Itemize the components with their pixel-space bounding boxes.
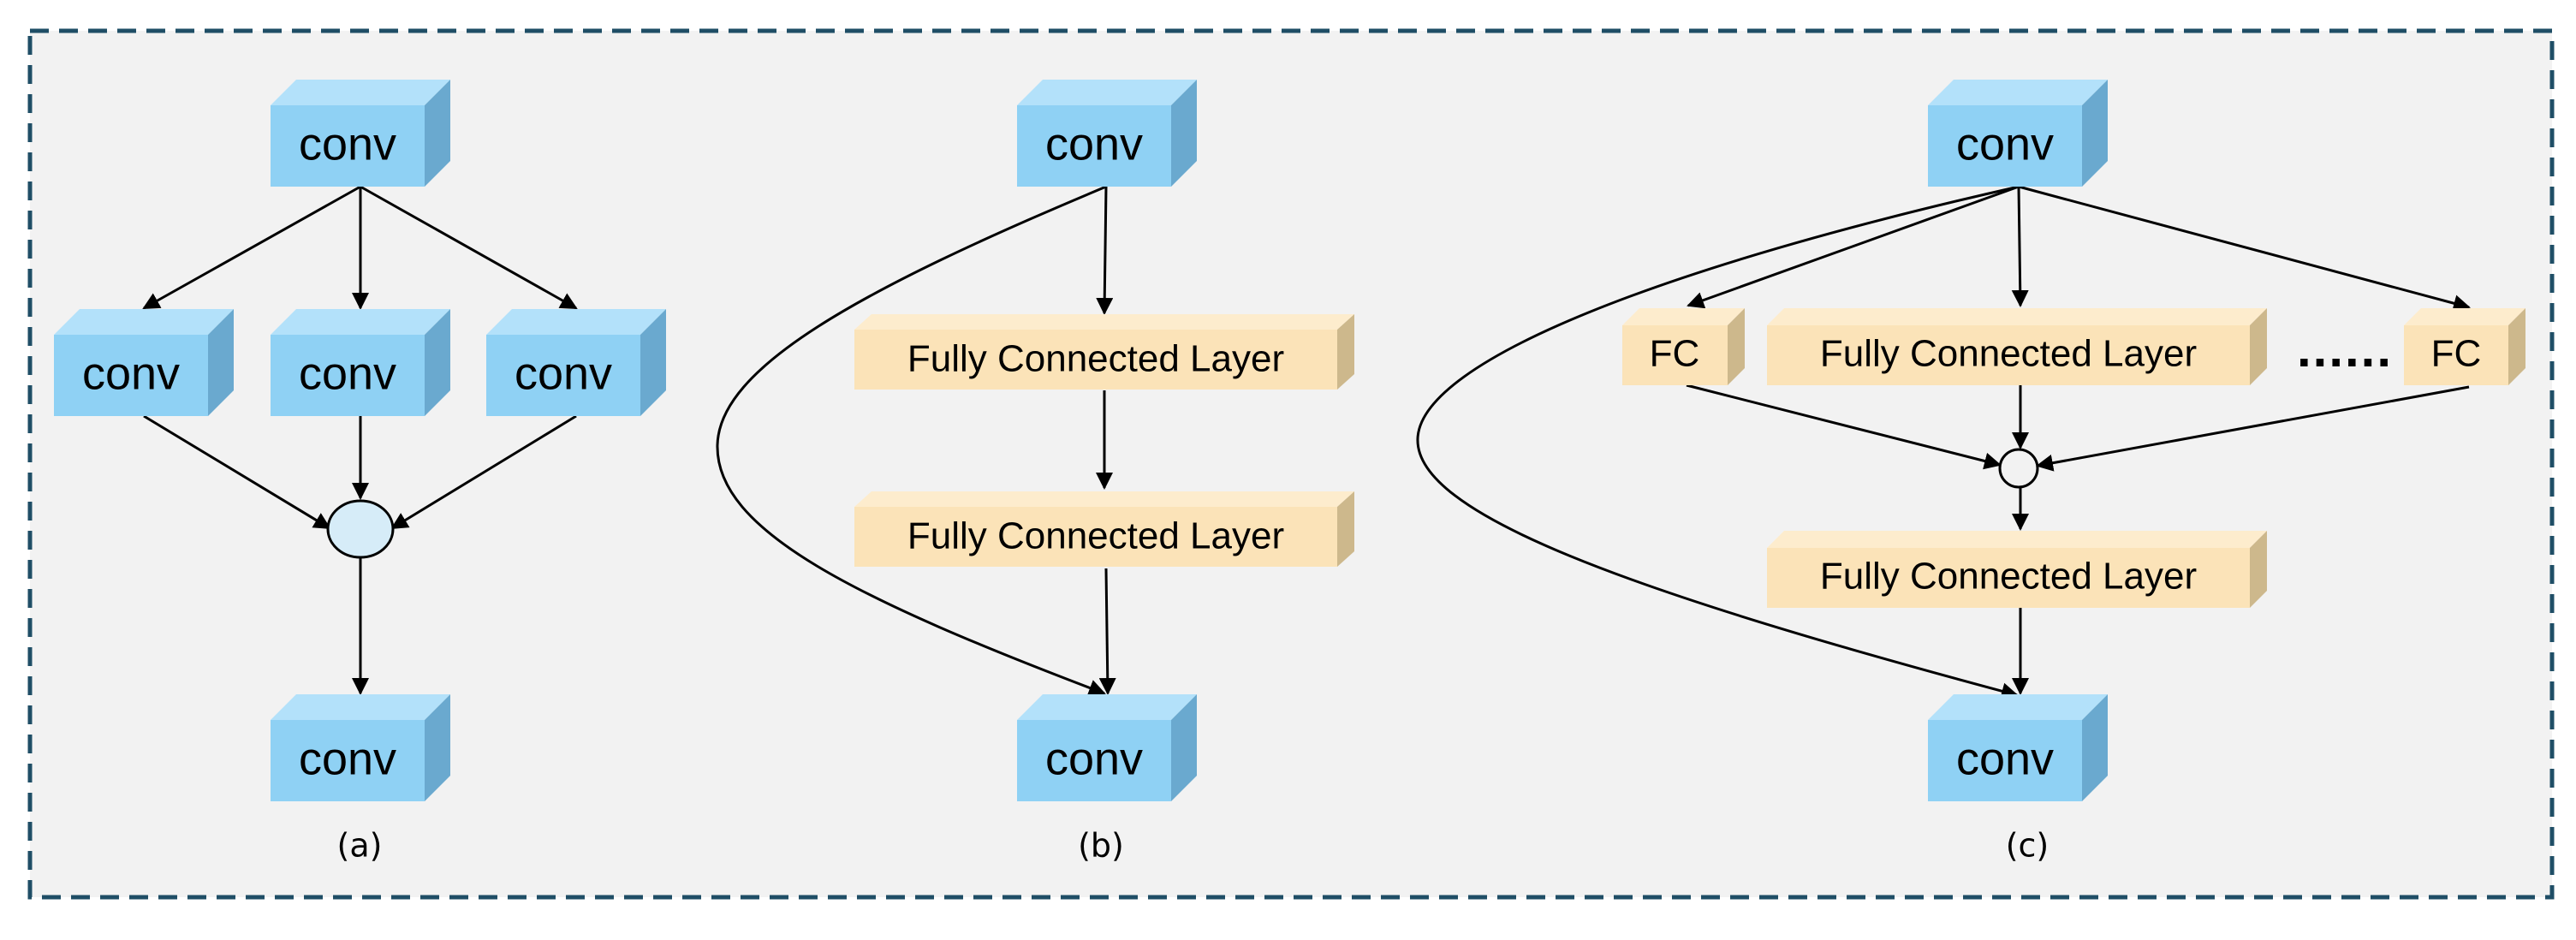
conv-block-c-bottom: conv (1928, 694, 2108, 801)
merge-node-c (1998, 448, 2039, 489)
arrow-a-right-to-merge (390, 414, 577, 530)
arrow-c-skip (1416, 185, 2020, 700)
conv-block-a-middle: conv (271, 309, 450, 416)
dashed-frame (27, 28, 2555, 900)
arrow-b-top-to-fc1 (1096, 186, 1114, 315)
conv-label: conv (299, 348, 396, 399)
caption-a: (a) (337, 827, 383, 865)
fc-layer-c-middle: Fully Connected Layer (1767, 308, 2267, 385)
conv-label: conv (515, 348, 612, 399)
arrow-c-fc-right-to-merge (2036, 385, 2470, 472)
ellipsis-dots: ...... (2297, 320, 2393, 378)
caption-c: (c) (2006, 827, 2049, 865)
arrow-b-fc2-to-bottom (1098, 568, 1116, 695)
conv-block-a-top: conv (271, 80, 450, 187)
arrow-c-top-to-fc-left (1687, 185, 2020, 309)
fc-block-c-right: FC (2404, 308, 2525, 385)
arrow-c-top-to-fc-right (2018, 185, 2471, 312)
fc-label: Fully Connected Layer (907, 338, 1284, 380)
conv-label: conv (82, 348, 180, 399)
fc-label: Fully Connected Layer (907, 515, 1284, 557)
panel-a-arrows (142, 185, 578, 695)
arrow-b-skip (716, 185, 1107, 696)
conv-label: conv (1045, 118, 1143, 170)
conv-label: conv (1045, 733, 1143, 784)
conv-block-a-bottom: conv (271, 694, 450, 801)
conv-block-a-right: conv (486, 309, 666, 416)
panel-c-arrows (1416, 185, 2471, 700)
merge-node-a (326, 499, 395, 559)
fc-label: FC (2431, 333, 2482, 375)
conv-block-b-top: conv (1017, 80, 1197, 187)
conv-label: conv (1956, 733, 2054, 784)
fc-label: Fully Connected Layer (1820, 556, 2197, 598)
conv-block-c-top: conv (1928, 80, 2108, 187)
arrow-c-fc-left-to-merge (1686, 384, 2002, 470)
conv-label: conv (299, 118, 396, 170)
fc-label: Fully Connected Layer (1820, 333, 2197, 375)
arrow-c-top-to-fc-middle (2011, 186, 2029, 307)
conv-block-a-left: conv (54, 309, 234, 416)
conv-label: conv (1956, 118, 2054, 170)
arrow-a-top-to-right (360, 185, 578, 310)
conv-label: conv (299, 733, 396, 784)
fc-label: FC (1650, 333, 1700, 375)
panel-c: conv FC Fully Connected Layer ...... FC (1416, 80, 2525, 865)
caption-b: (b) (1078, 827, 1124, 865)
fc-layer-b-2: Fully Connected Layer (854, 491, 1354, 567)
panel-b: conv Fully Connected Layer Fully Connect… (716, 80, 1354, 865)
arrow-a-top-to-left (142, 185, 361, 310)
panel-b-arrows (716, 185, 1116, 696)
fc-layer-b-1: Fully Connected Layer (854, 314, 1354, 390)
arrow-a-left-to-merge (143, 414, 331, 530)
conv-block-b-bottom: conv (1017, 694, 1197, 801)
panel-a: conv conv conv conv co (54, 80, 666, 865)
fc-layer-c-merge: Fully Connected Layer (1767, 531, 2267, 608)
fc-block-c-left: FC (1622, 308, 1745, 385)
